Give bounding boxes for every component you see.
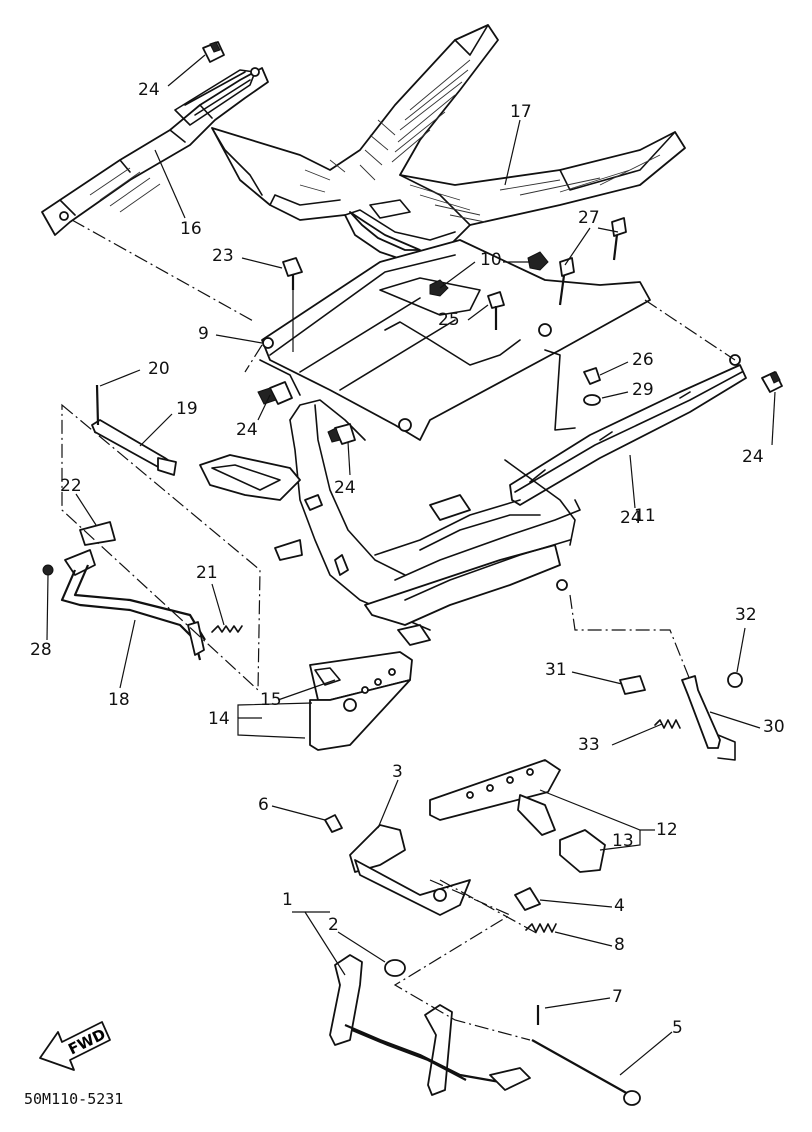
callout-16: 16 [180, 219, 202, 239]
callout-28: 28 [30, 640, 52, 660]
callout-33: 33 [578, 735, 600, 755]
callout-27: 27 [578, 208, 600, 228]
assembly-lines [61, 219, 736, 1041]
callout-8: 8 [614, 935, 625, 955]
callout-10: 10 [480, 250, 502, 270]
callout-24-right: 24 [742, 447, 764, 467]
callout-12: 12 [656, 820, 678, 840]
callout-13: 13 [612, 831, 634, 851]
part-16-left-rail [41, 41, 269, 236]
callout-11: 11 [634, 506, 656, 526]
part-11-right-rail [509, 349, 783, 506]
part-3-bracket [324, 814, 557, 933]
callout-4: 4 [614, 896, 625, 916]
leader-lines [46, 54, 776, 1076]
part-24-bolts-mid [257, 381, 356, 445]
callout-29: 29 [632, 380, 654, 400]
callout-3: 3 [392, 762, 403, 782]
part-30-side-stand [619, 672, 743, 761]
callout-20: 20 [148, 359, 170, 379]
part-14-footrest [309, 651, 413, 751]
callout-31: 31 [545, 660, 567, 680]
callout-24-left-mid: 24 [236, 420, 258, 440]
callout-2: 2 [328, 915, 339, 935]
callout-26: 26 [632, 350, 654, 370]
callout-24-hidden: 24 [620, 508, 642, 528]
callout-6: 6 [258, 795, 269, 815]
callout-18: 18 [108, 690, 130, 710]
part-1-main-stand [329, 954, 641, 1106]
frame-lower-tubes [199, 399, 581, 646]
callout-21: 21 [196, 563, 218, 583]
callout-24: 24 [138, 80, 160, 100]
callout-30: 30 [763, 717, 785, 737]
callout-14: 14 [208, 709, 230, 729]
callout-5: 5 [672, 1018, 683, 1038]
diagram-code: 50M110-5231 [24, 1090, 124, 1108]
callout-23: 23 [212, 246, 234, 266]
part-12-footrest [429, 759, 606, 873]
callout-22: 22 [60, 476, 82, 496]
callout-24-center: 24 [334, 478, 356, 498]
part-19-rod [91, 384, 177, 476]
part-18-brake-pedal [42, 521, 243, 661]
part-17-floor-cover [211, 24, 686, 263]
part-9-frame-plate [259, 239, 651, 441]
fwd-arrow-icon: FWD [39, 1021, 111, 1071]
callout-17: 17 [510, 102, 532, 122]
callout-15: 15 [260, 690, 282, 710]
callout-1: 1 [282, 890, 293, 910]
callout-25: 25 [438, 310, 460, 330]
callout-32: 32 [735, 605, 757, 625]
callout-19: 19 [176, 399, 198, 419]
callout-9: 9 [198, 324, 209, 344]
callout-7: 7 [612, 987, 623, 1007]
